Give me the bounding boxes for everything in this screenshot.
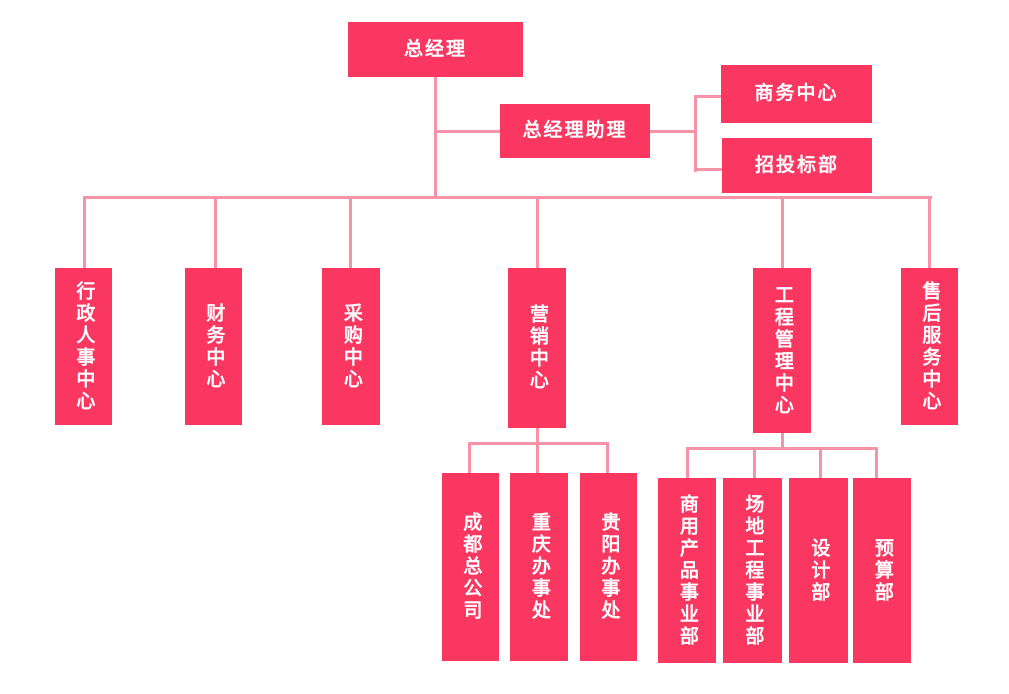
- org-node-commercial-products-division: 商用产品事业部: [658, 478, 716, 663]
- connector-line: [686, 447, 689, 479]
- org-node-engineering-mgmt-center: 工程管理中心: [753, 268, 811, 433]
- org-node-admin-hr-center: 行政人事中心: [55, 268, 112, 425]
- org-node-site-engineering-division: 场地工程事业部: [723, 478, 782, 663]
- connector-line: [214, 196, 217, 268]
- connector-line: [781, 196, 784, 268]
- org-node-business-center: 商务中心: [721, 65, 872, 123]
- connector-line: [468, 442, 609, 445]
- org-node-chengdu-head-office: 成都总公司: [442, 473, 499, 661]
- connector-line: [83, 196, 932, 199]
- connector-line: [928, 196, 931, 268]
- org-node-chongqing-office: 重庆办事处: [510, 473, 568, 661]
- connector-line: [686, 447, 878, 450]
- org-node-aftersales-service-center: 售后服务中心: [901, 268, 958, 425]
- org-node-finance-center: 财务中心: [185, 268, 242, 425]
- connector-line: [650, 130, 697, 133]
- connector-line: [83, 196, 86, 268]
- connector-line: [875, 447, 878, 479]
- connector-line: [349, 196, 352, 268]
- connector-line: [819, 447, 822, 479]
- connector-line: [694, 95, 721, 98]
- connector-line: [468, 442, 471, 474]
- connector-line: [694, 168, 722, 171]
- org-node-design-dept: 设计部: [789, 478, 848, 663]
- connector-line: [781, 433, 784, 450]
- connector-line: [434, 77, 437, 199]
- connector-line: [434, 130, 500, 133]
- org-node-marketing-center: 营销中心: [508, 268, 566, 428]
- connector-line: [694, 95, 697, 172]
- org-node-budget-dept: 预算部: [853, 478, 911, 663]
- org-node-general-manager: 总经理: [348, 22, 523, 77]
- connector-line: [606, 442, 609, 474]
- org-node-procurement-center: 采购中心: [322, 268, 380, 425]
- org-node-guiyang-office: 贵阳办事处: [580, 473, 637, 661]
- connector-line: [753, 447, 756, 479]
- org-node-bidding-dept: 招投标部: [722, 138, 872, 193]
- connector-line: [536, 196, 539, 268]
- connector-line: [536, 428, 539, 474]
- org-node-gm-assistant: 总经理助理: [500, 104, 650, 158]
